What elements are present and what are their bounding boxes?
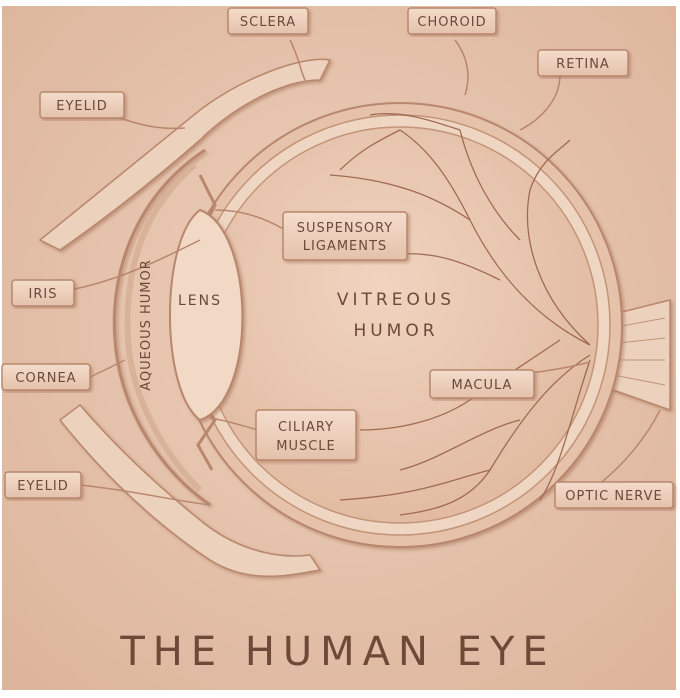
label-suspensory-ligaments: SUSPENSORY LIGAMENTS	[282, 211, 408, 261]
label-eyelid-top: EYELID	[39, 91, 125, 119]
plaque-title: THE HUMAN EYE	[119, 629, 555, 675]
label-sclera: SCLERA	[227, 7, 309, 35]
svg-text:SCLERA: SCLERA	[240, 15, 296, 30]
label-vitreous: VITREOUS	[337, 290, 455, 310]
svg-text:IRIS: IRIS	[29, 287, 58, 302]
label-lens: LENS	[178, 293, 222, 309]
label-optic-nerve: OPTIC NERVE	[554, 481, 674, 509]
aqueous-chamber	[124, 162, 203, 493]
svg-text:EYELID: EYELID	[17, 479, 68, 494]
svg-text:CHOROID: CHOROID	[417, 15, 486, 30]
label-vitreous-humor: HUMOR	[353, 321, 438, 341]
label-choroid: CHOROID	[407, 7, 497, 35]
svg-text:EYELID: EYELID	[56, 99, 107, 114]
svg-text:CILIARY: CILIARY	[278, 420, 334, 435]
label-iris: IRIS	[11, 279, 75, 307]
svg-text:OPTIC NERVE: OPTIC NERVE	[565, 489, 662, 504]
svg-text:LIGAMENTS: LIGAMENTS	[303, 239, 387, 254]
lens-shape	[169, 208, 244, 422]
lower-eyelid	[58, 403, 322, 577]
label-eyelid-bottom: EYELID	[4, 471, 82, 499]
svg-text:MUSCLE: MUSCLE	[276, 439, 336, 454]
svg-text:MACULA: MACULA	[452, 378, 513, 393]
label-cornea: CORNEA	[1, 363, 91, 391]
label-macula: MACULA	[429, 369, 535, 399]
label-ciliary-muscle: CILIARY MUSCLE	[255, 409, 357, 461]
upper-eyelid	[38, 58, 332, 251]
svg-text:RETINA: RETINA	[556, 57, 610, 72]
svg-text:CORNEA: CORNEA	[15, 371, 76, 386]
label-retina: RETINA	[537, 49, 629, 77]
label-aqueous-humor: AQUEOUS HUMOR	[139, 259, 154, 391]
cornea-shape	[112, 148, 211, 507]
svg-text:SUSPENSORY: SUSPENSORY	[297, 221, 393, 236]
